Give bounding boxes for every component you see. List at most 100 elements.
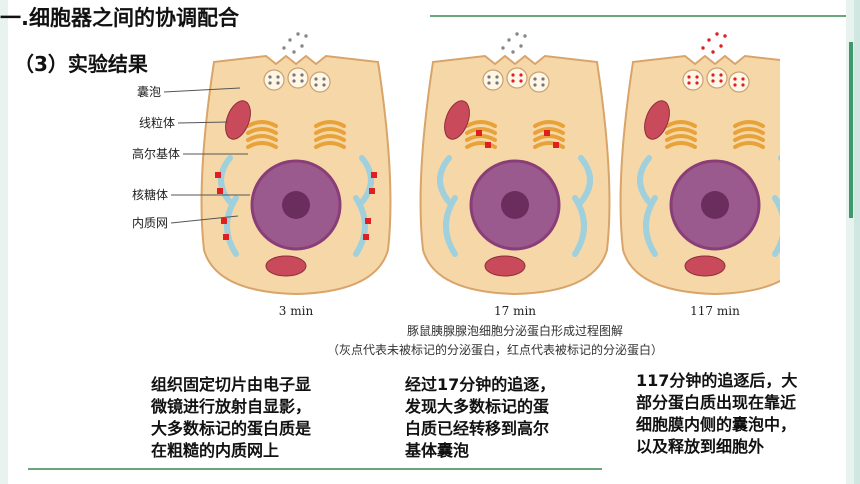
protein-dot <box>519 73 523 77</box>
label-leader-lines <box>163 87 250 224</box>
mitochondrion <box>684 255 726 277</box>
golgi-label <box>485 142 491 148</box>
er-cisterna <box>572 195 587 257</box>
secreted-dot <box>515 32 519 36</box>
nucleolus <box>701 191 729 219</box>
nucleolus <box>501 191 529 219</box>
secreted-dot <box>707 38 711 42</box>
vesicle <box>506 67 528 89</box>
protein-dot <box>733 83 737 87</box>
protein-dot <box>711 79 715 83</box>
er-cisterna <box>578 155 593 205</box>
golgi-cisterna <box>314 134 346 142</box>
golgi-cisterna <box>314 141 346 149</box>
label-mitochondrion: 线粒体 <box>139 115 175 130</box>
protein-dot <box>533 83 537 87</box>
secreted-dot <box>519 44 523 48</box>
label-ribosome: 核糖体 <box>132 187 168 202</box>
vesicle <box>728 71 750 93</box>
golgi-cisterna <box>533 120 565 128</box>
protein-dot <box>300 79 304 83</box>
protein-dot <box>533 77 537 81</box>
protein-dot <box>487 75 491 79</box>
vesicle <box>482 69 504 91</box>
protein-dot <box>687 75 691 79</box>
golgi-cisterna <box>733 141 765 149</box>
er-label <box>363 234 369 240</box>
time-label-117min: 117 min <box>690 304 740 318</box>
golgi-label <box>553 142 559 148</box>
cells-group <box>200 32 780 296</box>
secreted-dot <box>300 44 304 48</box>
golgi-cisterna <box>733 134 765 142</box>
golgi-cisterna <box>246 134 278 142</box>
er-cisterna <box>437 155 452 205</box>
mitochondrion <box>444 100 470 140</box>
golgi-cisterna <box>465 127 497 135</box>
secreted-dot <box>296 32 300 36</box>
er-cisterna <box>218 155 233 205</box>
protein-dot <box>719 79 723 83</box>
figure-caption-note: （灰点代表未被标记的分泌蛋白，红点代表被标记的分泌蛋白） <box>327 342 663 357</box>
secreted-dot <box>282 46 286 50</box>
protein-dot <box>314 77 318 81</box>
protein-dot <box>495 75 499 79</box>
protein-dot <box>322 83 326 87</box>
label-golgi: 高尔基体 <box>132 146 180 161</box>
secreted-dot <box>711 50 715 54</box>
caption-3min: 组织固定切片由电子显 微镜进行放射自显影， 大多数标记的蛋白质是 在粗糙的内质网… <box>151 375 312 460</box>
caption-117min: 117分钟的追逐后，大 部分蛋白质出现在靠近 细胞膜内侧的囊泡中， 以及释放到细… <box>636 371 798 456</box>
nucleolus <box>282 191 310 219</box>
leader-line <box>163 87 241 93</box>
mitochondrion <box>644 100 670 140</box>
mitochondrion <box>265 255 307 277</box>
secreted-dot <box>523 34 527 38</box>
golgi-cisterna <box>665 127 697 135</box>
secreted-dot <box>719 44 723 48</box>
golgi-cisterna <box>533 127 565 135</box>
secreted-dot <box>501 46 505 50</box>
vesicle <box>263 69 285 91</box>
protein-dot <box>541 77 545 81</box>
label-er: 内质网 <box>132 216 168 230</box>
secreted-dot <box>723 34 727 38</box>
protein-dot <box>511 73 515 77</box>
leader-line <box>177 121 229 124</box>
protein-dot <box>687 81 691 85</box>
er-cisterna <box>353 195 368 257</box>
protein-dot <box>268 75 272 79</box>
golgi-cisterna <box>246 141 278 149</box>
bottom-decor-line <box>28 468 602 470</box>
protein-dot <box>268 81 272 85</box>
er-cisterna <box>637 155 652 205</box>
protein-dot <box>292 73 296 77</box>
top-decor-line <box>430 15 846 17</box>
er-label <box>371 172 377 178</box>
golgi-cisterna <box>314 127 346 135</box>
time-label-3min: 3 min <box>279 304 314 318</box>
vesicle <box>706 67 728 89</box>
protein-dot <box>511 79 515 83</box>
er-label <box>217 188 223 194</box>
er-label <box>365 218 371 224</box>
golgi-label <box>476 130 482 136</box>
er-cisterna <box>443 195 458 257</box>
golgi-cisterna <box>246 120 278 128</box>
figure-caption-title: 豚鼠胰腺腺泡细胞分泌蛋白形成过程图解 <box>407 323 623 338</box>
protein-dot <box>741 77 745 81</box>
vesicle <box>287 67 309 89</box>
er-label <box>215 172 221 178</box>
vesicle <box>309 71 331 93</box>
protein-dot <box>719 73 723 77</box>
right-accent-bar <box>849 42 853 218</box>
secreted-dot <box>715 32 719 36</box>
protein-dot <box>711 73 715 77</box>
cell-secretion-figure: 囊泡 线粒体 高尔基体 核糖体 内质网 3 min 17 min 117 min… <box>132 32 780 357</box>
secreted-dot <box>511 50 515 54</box>
er-cisterna <box>224 195 239 257</box>
protein-dot <box>487 81 491 85</box>
cell-1 <box>419 32 611 296</box>
golgi-cisterna <box>533 141 565 149</box>
golgi-cisterna <box>246 127 278 135</box>
protein-dot <box>741 83 745 87</box>
